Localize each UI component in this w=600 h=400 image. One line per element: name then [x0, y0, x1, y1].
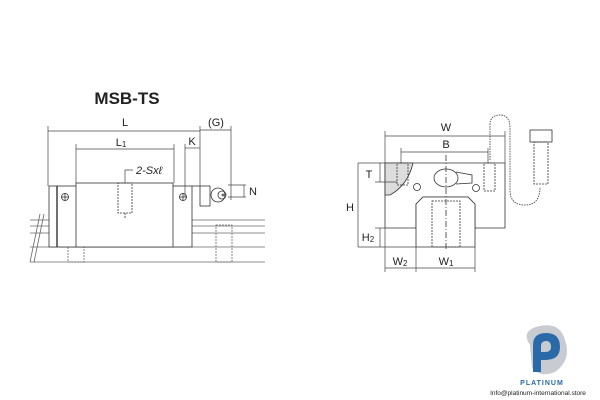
- brand-name: PLATINUM: [520, 380, 564, 387]
- dim-label-W: W: [441, 122, 452, 134]
- dim-label-H: H: [346, 202, 354, 214]
- end-view: W B T H H2 W2 W1: [346, 114, 553, 272]
- model-title: MSB-TS: [94, 89, 159, 108]
- dim-label-W2: W2: [393, 256, 408, 268]
- screw-label: 2-Sxℓ: [135, 165, 163, 177]
- platinum-logo: PLATINUM Info@platinum-international.sto…: [490, 325, 586, 397]
- grease-nipple: [199, 185, 227, 207]
- dim-label-G: (G): [208, 117, 224, 129]
- dim-label-B: B: [442, 139, 449, 151]
- end-dimension-lines: [357, 131, 506, 272]
- bolt: [489, 114, 553, 206]
- side-view: L L1 (G) K N 2-Sxℓ: [29, 117, 265, 263]
- dim-label-H2: H2: [362, 232, 375, 244]
- dimension-lines: [47, 126, 246, 200]
- dim-label-T: T: [366, 169, 373, 181]
- dim-label-K: K: [188, 136, 196, 148]
- dim-label-L: L: [122, 117, 128, 129]
- carriage-block: [48, 182, 200, 248]
- dim-label-W1: W1: [439, 256, 454, 268]
- dim-label-L1: L1: [116, 137, 127, 149]
- contact-email: Info@platinum-international.store: [490, 390, 586, 397]
- end-rail: [415, 155, 476, 250]
- dim-label-N: N: [249, 186, 257, 198]
